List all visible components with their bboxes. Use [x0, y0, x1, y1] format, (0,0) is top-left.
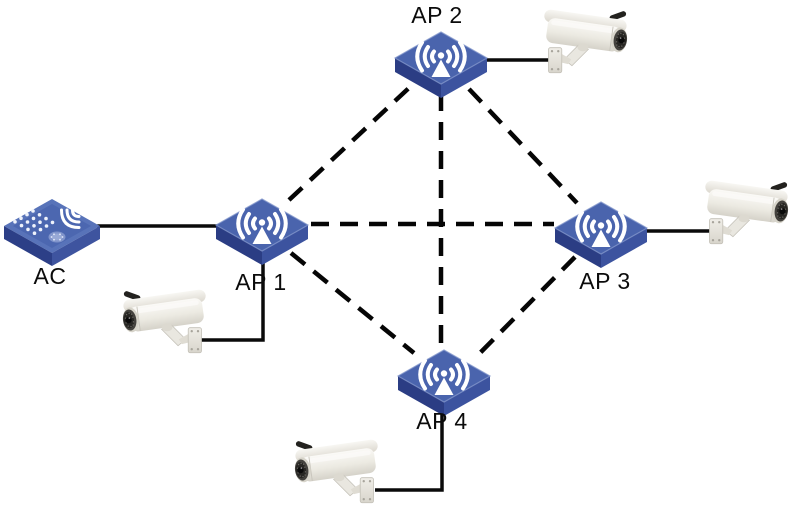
access-controller-icon	[0, 196, 104, 266]
ap2-access-point-icon	[391, 30, 491, 100]
ap1-access-point-icon	[212, 197, 312, 267]
mesh-link-ap3-ap4	[477, 255, 577, 356]
camera-icon-ap2	[539, 7, 637, 79]
mesh-link-ap1-ap4	[289, 251, 416, 355]
label-ac: AC	[33, 263, 67, 289]
label-ap2: AP 2	[411, 2, 463, 28]
wired-link-ap1-camera	[201, 256, 265, 342]
wired-link-ap4-camera	[375, 404, 444, 492]
mesh-link-ap2-ap3	[467, 87, 579, 205]
camera-icon-ap4	[285, 437, 383, 509]
camera-icon-ap1	[113, 287, 211, 359]
label-ap1: AP 1	[235, 269, 287, 295]
mesh-link-ap1-ap2	[287, 84, 413, 202]
camera-icon-ap3	[700, 178, 798, 250]
label-ap4: AP 4	[416, 408, 468, 434]
label-ap3: AP 3	[579, 268, 631, 294]
ap3-access-point-icon	[551, 200, 651, 270]
